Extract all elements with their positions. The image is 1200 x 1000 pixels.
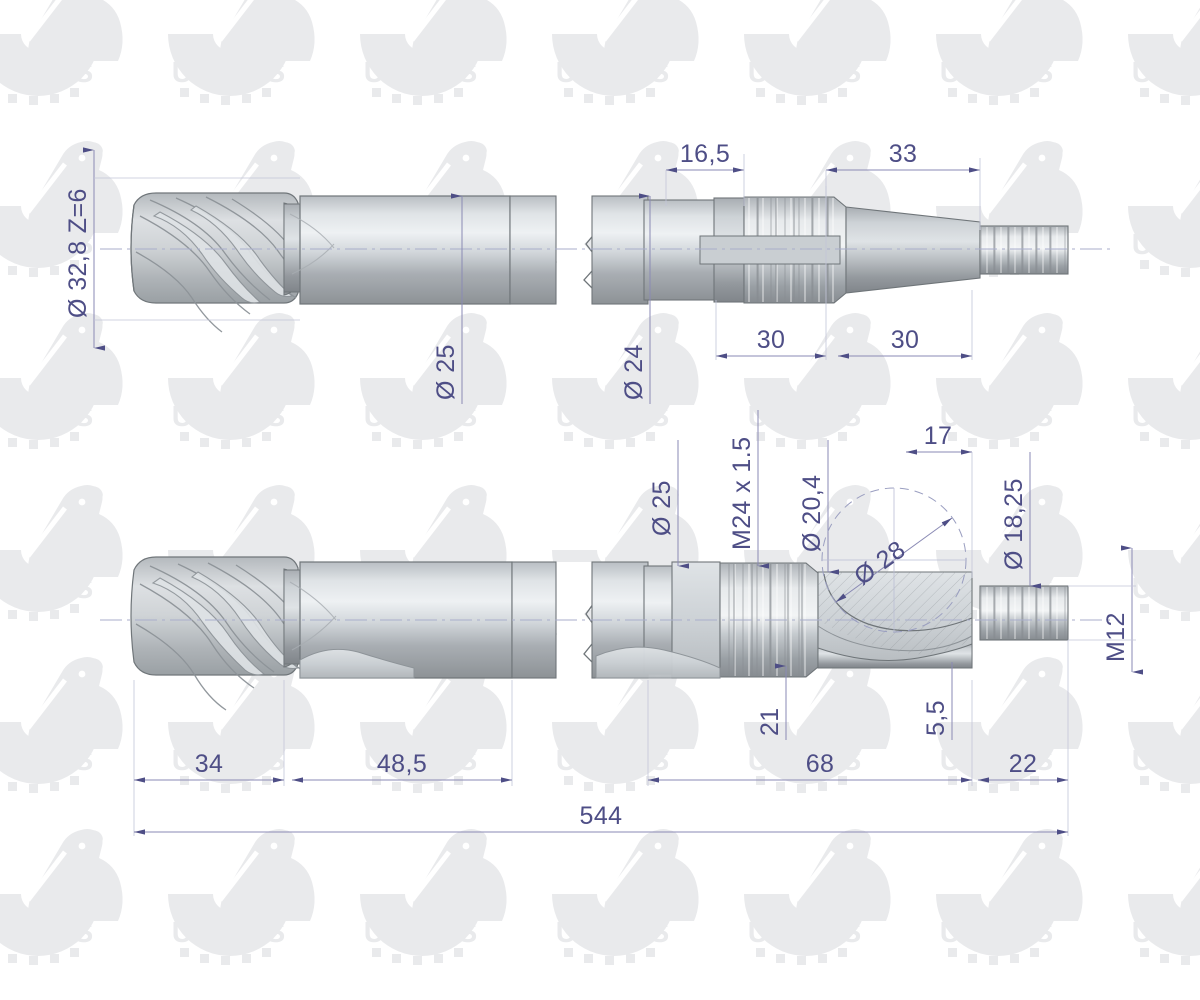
dimension-length-34: 34	[195, 750, 224, 778]
dimension-diameter-25-lower: Ø 25	[648, 480, 676, 536]
upper-shaft-view	[100, 192, 1110, 333]
thread-m12-lower	[979, 585, 1069, 641]
dimension-length-22: 22	[1009, 750, 1038, 778]
dimension-length-5-5: 5,5	[922, 700, 950, 736]
upper-dimensions: Ø 32,8 Z=6 Ø 25 Ø 24 16,5 33 30	[64, 140, 981, 404]
dimension-length-16-5: 16,5	[680, 140, 730, 168]
dimension-length-33: 33	[889, 140, 918, 168]
dimension-length-68: 68	[806, 750, 835, 778]
dimension-thread-m12: M12	[1102, 612, 1130, 662]
dimension-diameter-20-4: Ø 20,4	[798, 475, 826, 552]
dimension-length-30-b: 30	[891, 326, 920, 354]
keyway-upper	[699, 235, 841, 265]
dimension-length-30-a: 30	[757, 326, 786, 354]
dimension-diameter-25-upper: Ø 25	[432, 344, 460, 400]
lower-shaft-section-view	[100, 556, 1110, 711]
dimension-length-17: 17	[924, 422, 953, 450]
taper-upper	[845, 206, 981, 294]
thread-m12-upper	[979, 225, 1069, 275]
dimension-overall-length-544: 544	[580, 802, 623, 830]
dimension-thread-m24x1-5: M24 x 1.5	[728, 437, 756, 550]
dimension-diameter-24: Ø 24	[620, 344, 648, 400]
thread-m24-upper	[699, 196, 847, 304]
dimension-length-48-5: 48,5	[377, 750, 427, 778]
worm-gear-upper	[130, 192, 321, 333]
dimension-diameter-18-25: Ø 18,25	[1000, 478, 1028, 570]
dimension-length-21: 21	[756, 707, 784, 736]
shank-upper-left	[283, 195, 511, 305]
dimension-diameter-32-8-z6: Ø 32,8 Z=6	[64, 188, 92, 318]
